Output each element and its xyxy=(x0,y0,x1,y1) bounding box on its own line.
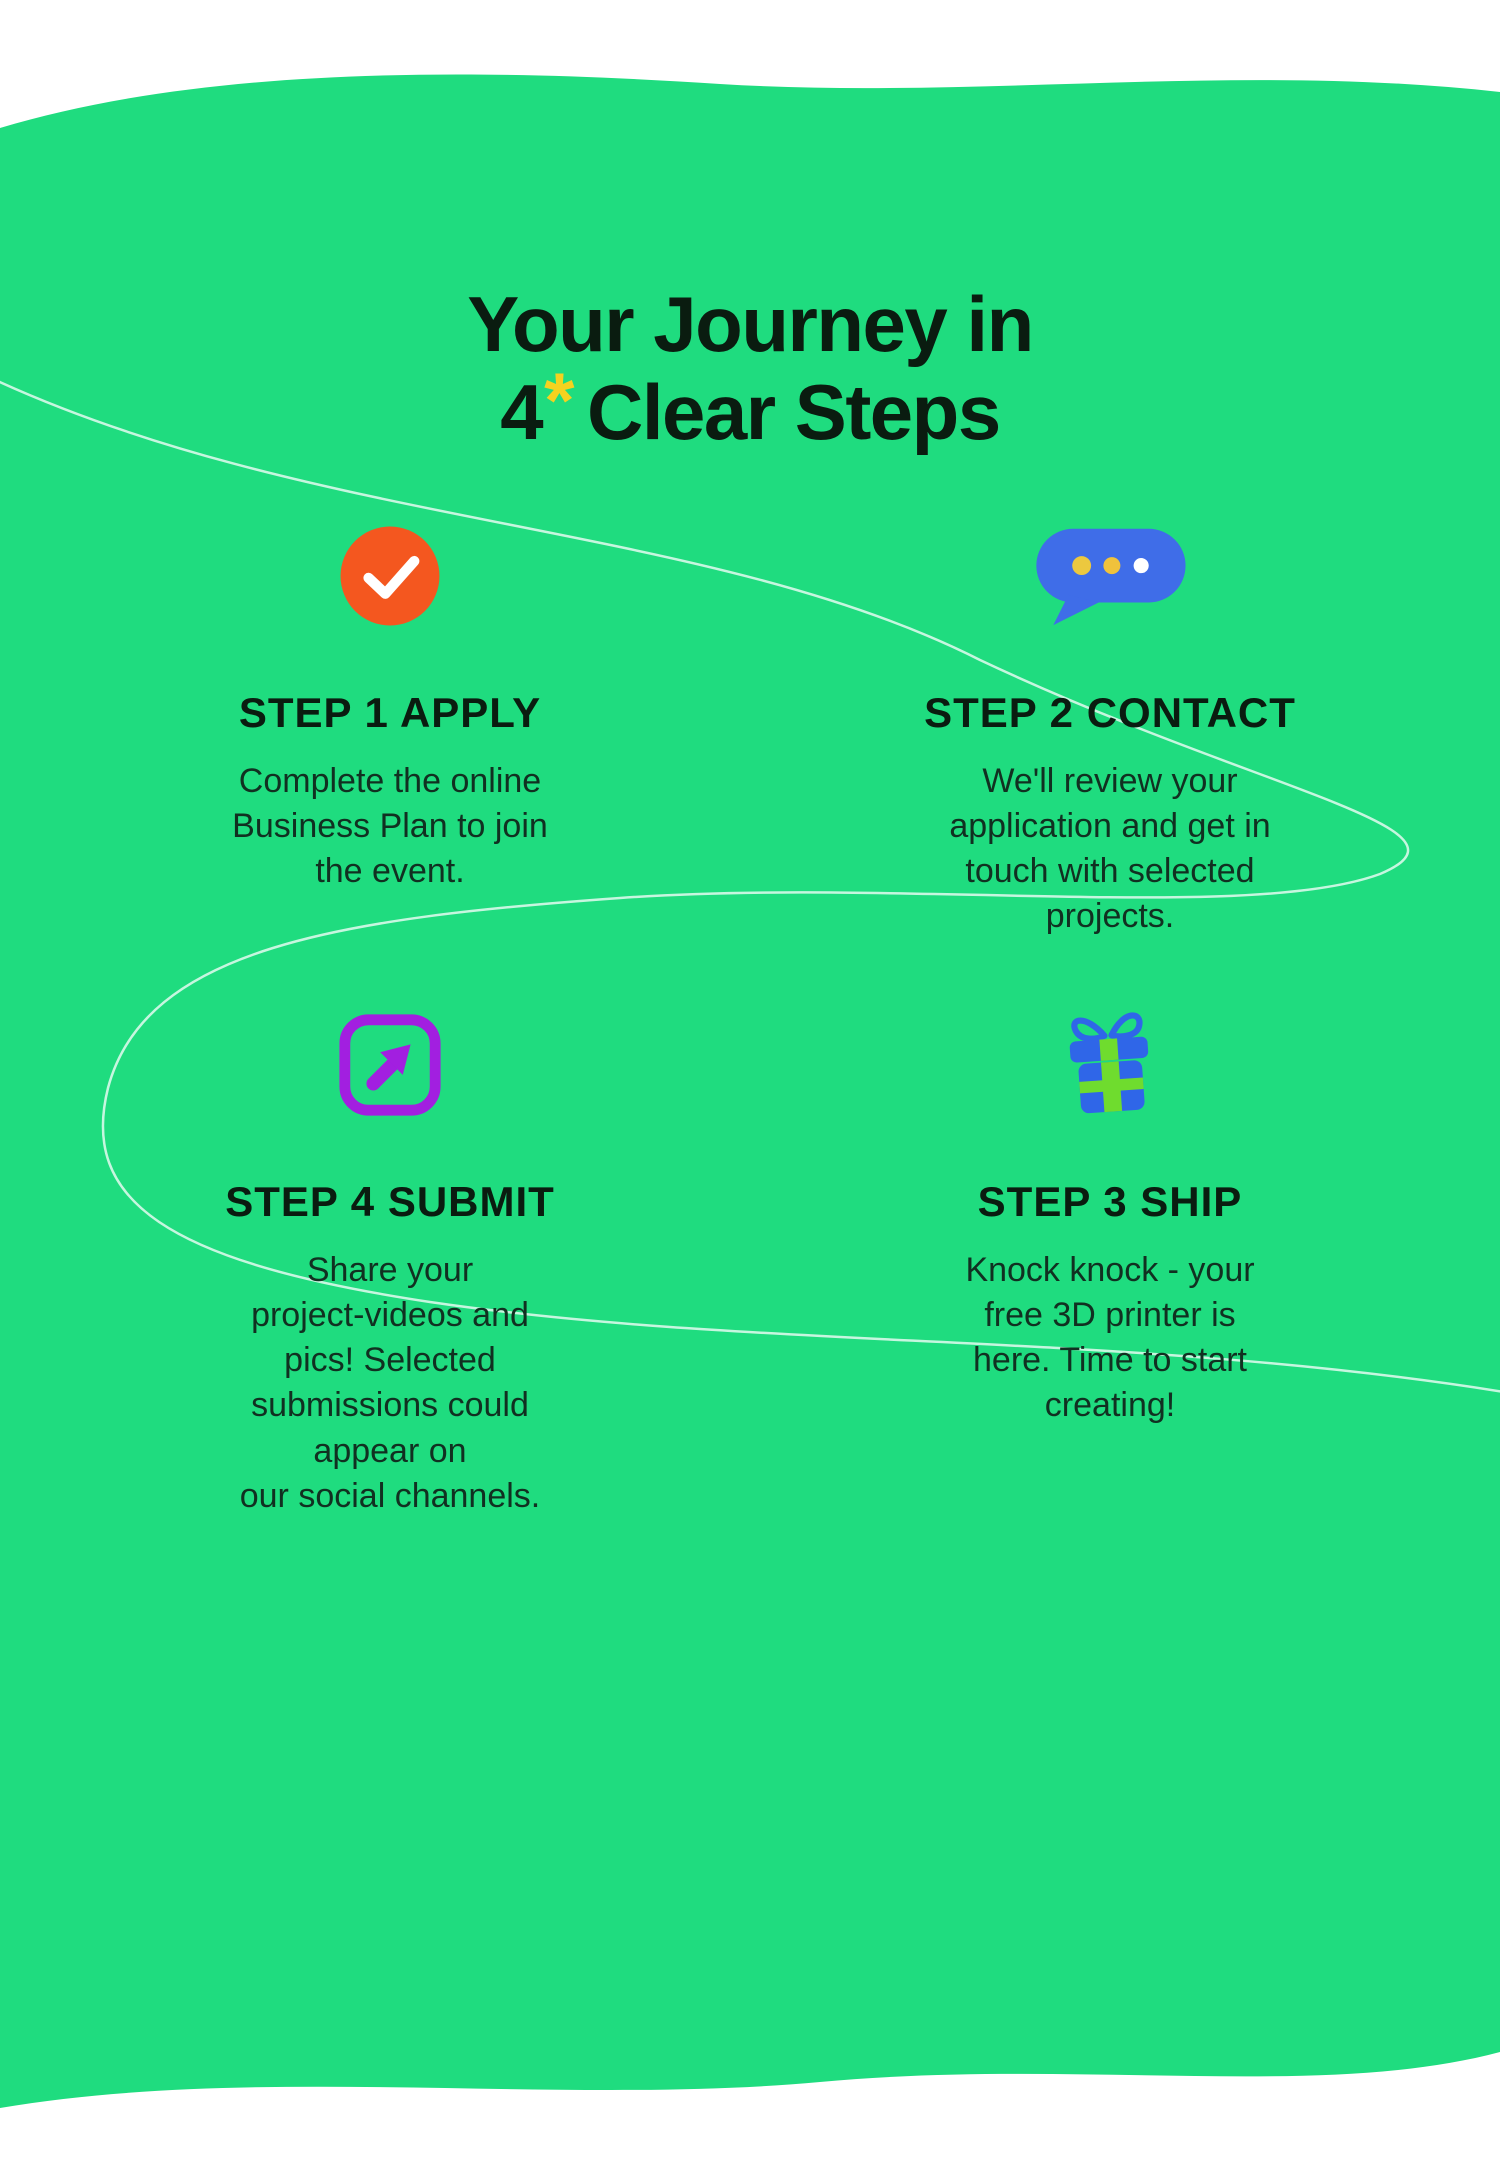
step-1-body: Complete the online Business Plan to joi… xyxy=(232,761,548,891)
journey-path-line xyxy=(0,380,1500,1393)
chat-bubble-icon xyxy=(1036,528,1186,625)
step-2-icon-wrap xyxy=(785,509,1435,643)
step-4-body: Share your project-videos and pics! Sele… xyxy=(239,1250,541,1515)
title-line2-number: 4 xyxy=(500,368,543,457)
step-4-icon-wrap xyxy=(65,998,715,1132)
step-4-heading: STEP 4 SUBMIT xyxy=(225,1177,555,1225)
title-line2-rest: Clear Steps xyxy=(587,368,1001,457)
step-3-body: Knock knock - your free 3D printer is he… xyxy=(965,1250,1255,1425)
star-icon: * xyxy=(544,356,574,445)
step-2-heading: STEP 2 CONTACT xyxy=(924,688,1296,736)
gift-icon-tilt xyxy=(1044,999,1176,1130)
gift-icon xyxy=(1069,1012,1149,1114)
step-3-heading: STEP 3 SHIP xyxy=(977,1177,1243,1225)
step-1-heading: STEP 1 APPLY xyxy=(238,688,542,736)
check-icon xyxy=(340,526,440,626)
title-line1: Your Journey in xyxy=(467,280,1034,369)
step-card-1: STEP 1 APPLY Complete the online Busines… xyxy=(65,509,715,940)
step-2-body: We'll review your application and get in… xyxy=(949,761,1271,936)
step-card-3: STEP 3 SHIP Knock knock - your free 3D p… xyxy=(785,998,1435,1519)
page-title: Your Journey in 4*Clear Steps xyxy=(0,280,1500,456)
step-3-icon-wrap xyxy=(785,998,1435,1132)
arrow-up-right-icon xyxy=(339,1014,441,1116)
step-card-2: STEP 2 CONTACT We'll review your applica… xyxy=(785,509,1435,940)
steps-grid: STEP 1 APPLY Complete the online Busines… xyxy=(65,509,1435,1519)
step-card-4: STEP 4 SUBMIT Share your project-videos … xyxy=(65,998,715,1519)
poster-content: Your Journey in 4*Clear Steps STEP 1 APP… xyxy=(0,280,1500,1519)
step-1-icon-wrap xyxy=(65,509,715,643)
